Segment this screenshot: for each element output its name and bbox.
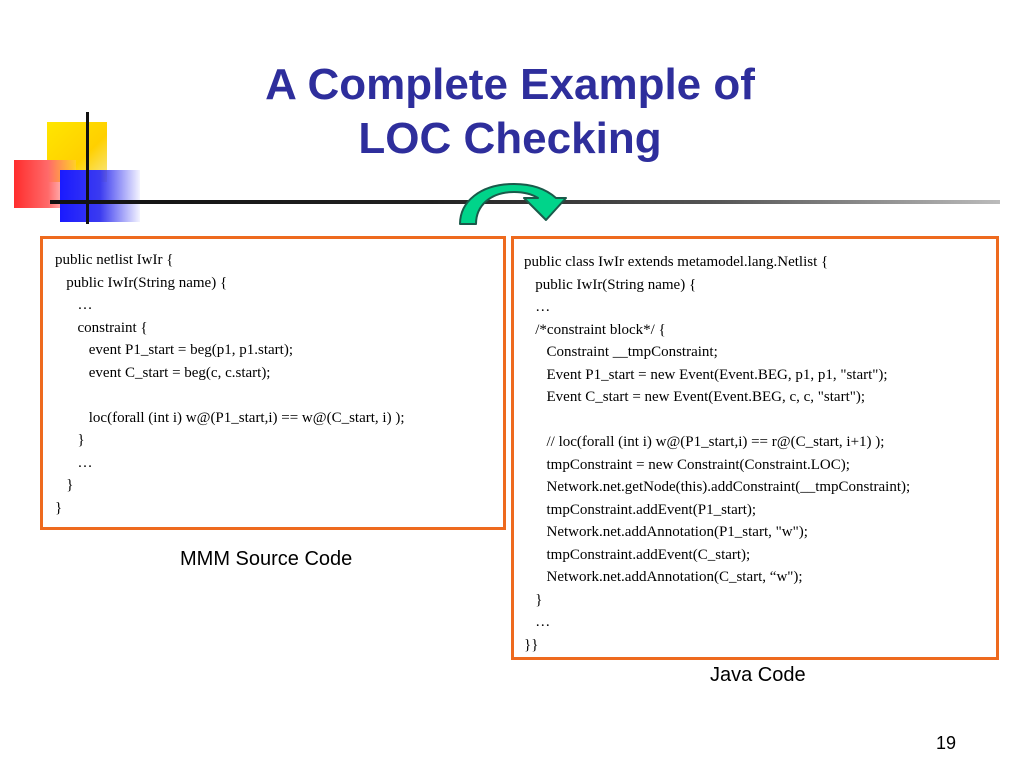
decorative-blue-square	[60, 170, 140, 222]
code-line: public IwIr(String name) {	[55, 274, 228, 291]
code-line: }	[55, 477, 74, 493]
code-line: …	[55, 454, 93, 471]
code-line: loc(forall (int i) w@(P1_start,i) == w@(…	[55, 409, 405, 426]
code-line: …	[524, 614, 551, 630]
code-line: // loc(forall (int i) w@(P1_start,i) == …	[524, 434, 885, 450]
code-line: Network.net.getNode(this).addConstraint(…	[524, 479, 911, 495]
code-line: }	[55, 499, 63, 516]
mmm-source-code-caption: MMM Source Code	[180, 548, 353, 570]
code-line	[524, 409, 996, 432]
java-code-caption: Java Code	[710, 664, 806, 686]
curved-arrow-icon	[459, 183, 567, 225]
slide-title: A Complete Example of LOC Checking	[160, 58, 860, 166]
code-line: public IwIr(String name) {	[524, 276, 697, 293]
code-line: Event C_start = new Event(Event.BEG, c, …	[524, 389, 866, 405]
code-line: Constraint __tmpConstraint;	[524, 344, 718, 360]
code-line: tmpConstraint.addEvent(P1_start);	[524, 501, 757, 518]
code-line: Network.net.addAnnotation(C_start, “w");	[524, 569, 803, 585]
code-line: constraint {	[55, 319, 148, 336]
slide-title-line-1: A Complete Example of	[265, 60, 755, 109]
decorative-vertical-line	[86, 112, 89, 224]
code-line	[55, 384, 503, 407]
code-line: public class IwIr extends metamodel.lang…	[524, 254, 829, 270]
code-line: Event P1_start = new Event(Event.BEG, p1…	[524, 366, 888, 383]
code-line: …	[524, 299, 551, 315]
code-line: }	[55, 432, 85, 448]
code-line: }	[524, 591, 543, 608]
slide-title-line-2: LOC Checking	[358, 114, 662, 163]
code-line: tmpConstraint = new Constraint(Constrain…	[524, 456, 850, 473]
code-line: }}	[524, 636, 539, 653]
code-line: event C_start = beg(c, c.start);	[55, 364, 271, 381]
java-code-panel: public class IwIr extends metamodel.lang…	[511, 236, 999, 660]
code-line: Network.net.addAnnotation(P1_start, "w")…	[524, 524, 808, 540]
code-line: /*constraint block*/ {	[524, 321, 666, 338]
mmm-source-code-panel: public netlist IwIr { public IwIr(String…	[40, 236, 506, 530]
code-line: public netlist IwIr {	[55, 252, 174, 268]
code-line: tmpConstraint.addEvent(C_start);	[524, 546, 751, 563]
code-line: …	[55, 297, 93, 313]
page-number: 19	[936, 733, 957, 753]
title-underline	[50, 200, 1000, 204]
code-line: event P1_start = beg(p1, p1.start);	[55, 342, 294, 358]
